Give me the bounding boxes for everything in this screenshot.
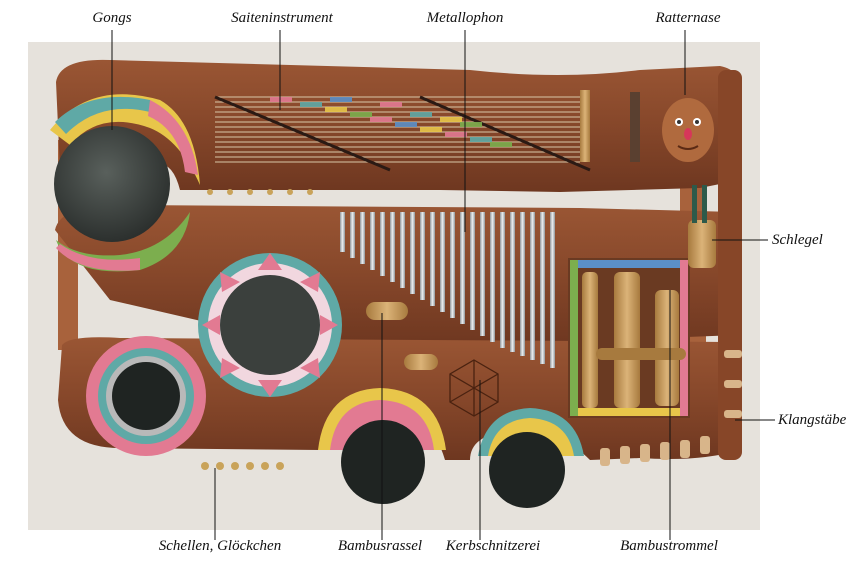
label-schellen: Schellen, Glöckchen [158, 538, 282, 554]
label-schlegel: Schlegel [772, 232, 823, 248]
klangstaebe-pegs [600, 350, 742, 466]
bamboo-drum-group [568, 258, 690, 418]
gong-disc [54, 126, 170, 242]
gongs-group [50, 94, 200, 272]
chip-carving [449, 359, 499, 417]
leader-lines [111, 30, 775, 540]
label-metallophon: Metallophon [426, 10, 504, 26]
rasp-stick [630, 92, 640, 162]
label-bambustrommel: Bambustrommel [620, 538, 718, 554]
mallet-holder [688, 220, 716, 268]
bamboo-rattle [366, 302, 408, 320]
label-klangstaebe: Klangstäbe [778, 412, 847, 428]
metallophon-tubes [340, 212, 555, 368]
string-instrument [214, 95, 591, 172]
right-frame [718, 70, 742, 460]
bells [201, 189, 313, 470]
middle-gong [198, 253, 342, 397]
mallet-stick [702, 185, 707, 223]
bottom-left-drum [86, 336, 206, 456]
mallet-stick [692, 185, 697, 223]
label-bambusrassel: Bambusrassel [337, 538, 423, 554]
label-ratternase: Ratternase [655, 10, 721, 26]
rasp-stick [580, 90, 590, 162]
bamboo-rattle [404, 354, 438, 370]
label-gongs: Gongs [92, 10, 132, 26]
label-kerbschnitzerei: Kerbschnitzerei [445, 538, 541, 554]
bottom-drum-2 [478, 408, 584, 508]
ratternase-face [662, 98, 714, 162]
label-saiteninstrument: Saiteninstrument [231, 10, 333, 26]
